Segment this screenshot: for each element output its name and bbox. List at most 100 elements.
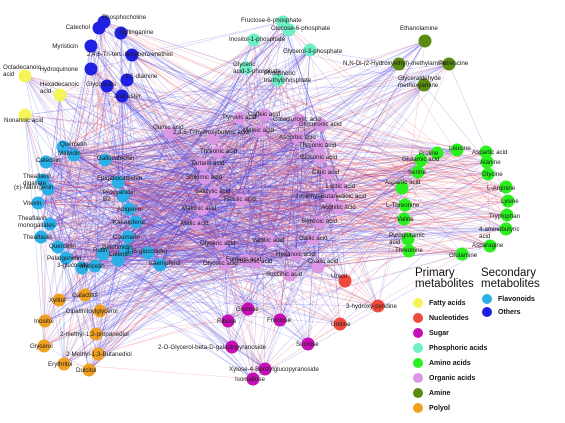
positive-correlation-edge — [97, 259, 246, 355]
positive-correlation-edge — [117, 259, 258, 263]
negative-correlation-edge — [329, 196, 463, 255]
negative-correlation-edge — [49, 119, 300, 225]
node-label: Shikimic acid — [186, 174, 223, 181]
positive-correlation-edge — [59, 94, 226, 265]
negative-correlation-edge — [128, 117, 241, 210]
negative-correlation-edge — [217, 130, 261, 153]
positive-correlation-edge — [62, 146, 491, 247]
negative-correlation-edge — [65, 137, 299, 259]
positive-correlation-edge — [65, 257, 90, 371]
negative-correlation-edge — [121, 95, 341, 188]
node-label: Coumarin — [113, 234, 140, 241]
positive-correlation-edge — [403, 161, 488, 220]
negative-correlation-edge — [73, 137, 299, 156]
negative-correlation-edge — [201, 124, 322, 165]
positive-correlation-edge — [62, 146, 101, 312]
negative-correlation-edge — [65, 207, 340, 259]
positive-correlation-edge — [102, 132, 171, 255]
negative-correlation-edge — [217, 151, 406, 206]
negative-correlation-edge — [73, 154, 422, 161]
negative-correlation-edge — [320, 124, 438, 154]
negative-correlation-edge — [45, 161, 410, 252]
positive-correlation-edge — [213, 191, 314, 240]
positive-correlation-edge — [84, 151, 219, 296]
positive-correlation-edge — [57, 172, 329, 248]
negative-correlation-edge — [104, 159, 271, 242]
positive-correlation-edge — [327, 172, 379, 307]
positive-correlation-edge — [24, 79, 279, 116]
positive-correlation-edge — [159, 79, 279, 266]
positive-correlation-edge — [90, 45, 246, 261]
node-other — [100, 79, 114, 93]
negative-correlation-edge — [103, 21, 247, 69]
positive-correlation-edge — [201, 208, 246, 261]
negative-correlation-edge — [102, 152, 438, 255]
positive-correlation-edge — [24, 114, 171, 134]
positive-correlation-edge — [58, 245, 491, 301]
negative-correlation-edge — [65, 214, 508, 259]
positive-correlation-edge — [45, 161, 215, 193]
negative-correlation-edge — [240, 130, 261, 201]
negative-correlation-edge — [62, 146, 438, 154]
positive-correlation-edge — [95, 238, 314, 335]
positive-correlation-edge — [24, 63, 450, 116]
node-label: L-Arginine — [487, 185, 516, 192]
negative-correlation-edge — [217, 151, 329, 174]
positive-correlation-edge — [40, 236, 104, 255]
positive-correlation-edge — [147, 186, 341, 254]
positive-correlation-edge — [253, 39, 322, 126]
positive-correlation-edge — [104, 159, 331, 198]
negative-correlation-edge — [103, 21, 266, 116]
positive-correlation-edge — [45, 161, 309, 345]
positive-correlation-edge — [122, 186, 507, 197]
positive-correlation-edge — [244, 204, 406, 261]
positive-correlation-edge — [147, 132, 171, 254]
negative-correlation-edge — [62, 146, 507, 188]
positive-correlation-edge — [97, 266, 319, 355]
positive-correlation-edge — [84, 253, 104, 296]
positive-correlation-edge — [128, 163, 203, 210]
positive-correlation-edge — [279, 40, 426, 321]
negative-correlation-edge — [117, 181, 215, 193]
negative-correlation-edge — [102, 253, 379, 307]
positive-correlation-edge — [42, 179, 340, 209]
negative-correlation-edge — [49, 154, 75, 225]
node-label: Malvidin — [58, 150, 81, 157]
node-label: 3-(6-glucoside) — [126, 248, 167, 255]
positive-correlation-edge — [159, 177, 206, 266]
positive-correlation-edge — [224, 117, 241, 265]
positive-correlation-edge — [42, 114, 266, 181]
node-label: Apigenin — [117, 206, 142, 213]
negative-correlation-edge — [127, 124, 322, 238]
positive-correlation-edge — [42, 154, 75, 181]
positive-correlation-edge — [62, 146, 97, 335]
negative-correlation-edge — [117, 259, 258, 263]
positive-correlation-edge — [40, 236, 246, 261]
node-other — [115, 89, 129, 103]
positive-correlation-edge — [37, 79, 128, 204]
node-flav — [141, 246, 155, 260]
negative-correlation-edge — [212, 124, 322, 139]
positive-correlation-edge — [37, 137, 299, 204]
negative-correlation-edge — [24, 114, 419, 173]
positive-correlation-edge — [269, 145, 320, 242]
positive-correlation-edge — [128, 124, 322, 210]
positive-correlation-edge — [45, 67, 247, 163]
negative-correlation-edge — [37, 202, 130, 210]
positive-correlation-edge — [213, 191, 258, 263]
positive-correlation-edge — [63, 264, 161, 365]
negative-correlation-edge — [117, 181, 203, 210]
positive-correlation-edge — [135, 161, 488, 223]
positive-correlation-edge — [37, 202, 46, 322]
positive-correlation-edge — [57, 236, 129, 248]
node-label: Nonanoic acid — [4, 117, 44, 124]
positive-correlation-edge — [106, 85, 297, 256]
negative-correlation-edge — [307, 172, 329, 345]
node-flav — [111, 175, 125, 189]
positive-correlation-edge — [103, 21, 214, 139]
positive-correlation-edge — [338, 187, 403, 209]
positive-correlation-edge — [44, 243, 222, 322]
positive-correlation-edge — [42, 179, 215, 193]
node-organic — [312, 139, 326, 153]
negative-correlation-edge — [279, 119, 300, 321]
